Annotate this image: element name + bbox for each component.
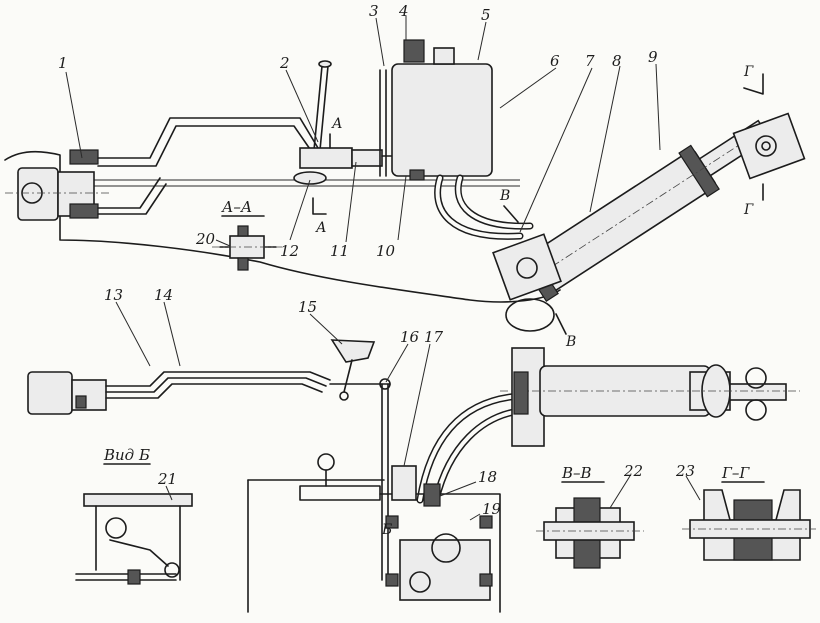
section-gg-detail — [682, 489, 816, 561]
label-9: 9 — [648, 48, 658, 66]
label-2: 2 — [279, 54, 290, 72]
marker-g-bottom: Г — [743, 202, 754, 218]
view-title-b: Вид Б — [103, 446, 150, 464]
distributor-12 — [293, 147, 401, 185]
label-11: 11 — [330, 242, 349, 260]
section-title-vv: В–В — [561, 464, 592, 482]
linkage-16 — [379, 378, 391, 581]
label-12: 12 — [280, 242, 299, 260]
label-19: 19 — [482, 500, 502, 518]
label-22: 22 — [623, 462, 643, 480]
label-16: 16 — [400, 328, 420, 346]
label-5: 5 — [481, 6, 491, 24]
section-title-gg: Г–Г — [721, 464, 750, 482]
marker-g-top: Г — [743, 64, 754, 80]
pump-1 — [5, 149, 110, 221]
marker-a-top: А — [331, 116, 343, 132]
marker-v-top: В — [499, 188, 510, 204]
section-title-aa: А–А — [221, 198, 252, 216]
label-1: 1 — [58, 54, 68, 72]
label-8: 8 — [612, 52, 622, 70]
marker-v-bottom: В — [565, 334, 576, 350]
label-15: 15 — [298, 298, 317, 316]
label-21: 21 — [157, 470, 177, 488]
pump-lower — [27, 371, 107, 415]
marker-b: Б — [381, 522, 392, 538]
lever-15 — [330, 339, 376, 401]
pipes-lower — [105, 371, 391, 399]
pipes-upper — [97, 117, 319, 215]
cylinder-lower — [500, 347, 800, 447]
label-6: 6 — [550, 52, 560, 70]
section-vv-detail — [536, 497, 644, 569]
label-17: 17 — [424, 328, 444, 346]
label-23: 23 — [675, 462, 695, 480]
cylinder-mount-upper — [492, 112, 806, 332]
marker-a-bottom: А — [315, 220, 327, 236]
label-7: 7 — [585, 52, 595, 70]
tank-5 — [379, 39, 493, 181]
label-10: 10 — [376, 242, 396, 260]
section-aa-detail — [212, 225, 282, 271]
label-20: 20 — [195, 230, 216, 248]
section-mark-a — [312, 133, 331, 215]
lever-2 — [313, 60, 332, 151]
label-4: 4 — [398, 2, 409, 20]
label-3: 3 — [369, 2, 379, 20]
lower-frame — [247, 479, 501, 613]
leader-lines — [65, 16, 701, 521]
bracket-assembly — [299, 453, 441, 507]
section-marks-vg — [503, 73, 764, 335]
label-14: 14 — [154, 286, 173, 304]
hoses-tank-cylinder — [434, 174, 534, 240]
label-13: 13 — [104, 286, 123, 304]
upper-view-outline — [4, 150, 561, 303]
view-b-detail — [75, 493, 193, 585]
label-18: 18 — [478, 468, 497, 486]
